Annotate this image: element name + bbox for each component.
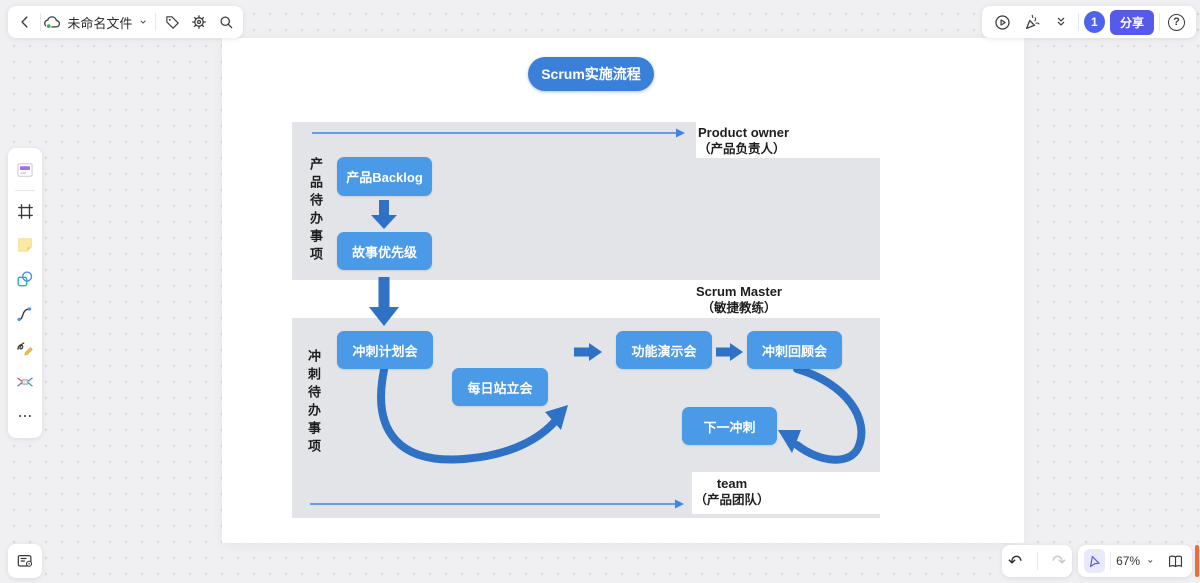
vertical-scrollbar-thumb[interactable]: [1195, 545, 1199, 577]
role-team[interactable]: team （产品团队）: [694, 476, 770, 507]
team-label-area: [692, 472, 881, 514]
mindmap-tool[interactable]: [8, 365, 42, 399]
shapes-icon: [17, 271, 33, 287]
zoom-level[interactable]: 67%: [1116, 554, 1141, 568]
file-name[interactable]: 未命名文件: [67, 15, 133, 31]
box-label: 产品Backlog: [346, 170, 423, 185]
history-controls: ↶ ↷: [1002, 545, 1072, 577]
undo-button[interactable]: ↶: [1008, 551, 1023, 571]
box-feature-demo[interactable]: 功能演示会: [616, 331, 712, 369]
box-next-sprint[interactable]: 下一冲刺: [682, 407, 777, 445]
collaborator-avatar[interactable]: 1: [1083, 11, 1105, 33]
template-icon: [17, 163, 33, 177]
pages-overview-button[interactable]: [1165, 547, 1186, 575]
tag-icon: [166, 15, 179, 29]
role-product-owner[interactable]: Product owner （产品负责人）: [698, 125, 790, 156]
redo-button[interactable]: ↷: [1051, 551, 1066, 571]
help-button[interactable]: ?: [1165, 8, 1188, 36]
top-right-toolbar: 1 分享 ?: [982, 6, 1196, 38]
green-sync-dot: [46, 22, 52, 29]
divider: [1077, 13, 1079, 31]
tag-button[interactable]: [161, 8, 186, 36]
divider: [1036, 552, 1038, 570]
more-tools[interactable]: [8, 399, 42, 433]
party-horn-icon: [1025, 14, 1040, 29]
divider: [1159, 13, 1160, 31]
divider: [1110, 552, 1112, 570]
box-label: 下一冲刺: [703, 419, 756, 435]
lane-label-sprint-backlog-items[interactable]: 冲刺待办事项: [306, 349, 321, 457]
laser-pointer-button[interactable]: [1084, 549, 1106, 573]
cursor-pointer-icon: [1090, 555, 1100, 567]
double-chevron-down-icon: [1058, 17, 1065, 26]
frame-icon: [17, 203, 33, 219]
search-icon: [220, 16, 233, 29]
divider: [39, 13, 41, 31]
settings-button[interactable]: [187, 8, 212, 36]
tools-sidebar: [8, 148, 42, 438]
celebrate-button[interactable]: [1020, 8, 1045, 36]
help-icon: ?: [1167, 13, 1185, 31]
divider: [154, 13, 156, 31]
sticky-note-icon: [18, 238, 32, 252]
box-label: 每日站立会: [467, 380, 533, 396]
present-button[interactable]: [990, 8, 1015, 36]
chevron-left-icon: [21, 16, 28, 28]
connector-icon: [17, 306, 32, 321]
frame-tool[interactable]: [8, 194, 42, 228]
back-button[interactable]: [13, 8, 38, 36]
diagram-title[interactable]: Scrum实施流程: [528, 57, 654, 91]
chevron-down-icon[interactable]: [137, 15, 149, 29]
box-story-priority[interactable]: 故事优先级: [337, 232, 432, 270]
notebook-icon: [17, 554, 33, 567]
chevron-down-icon[interactable]: [1145, 555, 1156, 568]
cloud-synced-icon: [44, 15, 61, 29]
box-sprint-planning[interactable]: 冲刺计划会: [337, 331, 433, 369]
more-dots-icon: [19, 414, 31, 417]
box-sprint-retro[interactable]: 冲刺回顾会: [747, 331, 842, 369]
view-controls: 67%: [1078, 545, 1192, 577]
divider: [15, 190, 35, 192]
box-daily-standup[interactable]: 每日站立会: [452, 368, 548, 406]
templates-tool[interactable]: [8, 153, 42, 187]
box-label: 故事优先级: [351, 244, 417, 260]
box-label: 冲刺回顾会: [761, 343, 827, 359]
mindmap-icon: [17, 377, 33, 387]
book-icon: [1168, 555, 1182, 567]
lane-label-product-backlog-items[interactable]: 产品待办事项: [308, 157, 323, 265]
pen-icon: [17, 342, 33, 356]
notes-panel-button[interactable]: [8, 544, 42, 578]
box-label: 功能演示会: [631, 343, 697, 359]
connector-tool[interactable]: [8, 296, 42, 330]
box-product-backlog[interactable]: 产品Backlog: [337, 157, 432, 196]
share-button[interactable]: 分享: [1109, 9, 1155, 35]
play-circle-icon: [995, 14, 1010, 30]
gear-icon: [192, 15, 207, 29]
search-button[interactable]: [214, 8, 239, 36]
sticky-note-tool[interactable]: [8, 228, 42, 262]
product-owner-label-area: [696, 122, 881, 158]
pen-tool[interactable]: [8, 331, 42, 365]
shapes-tool[interactable]: [8, 262, 42, 296]
role-scrum-master[interactable]: Scrum Master （敏捷教练）: [696, 284, 782, 315]
sync-status: [42, 8, 63, 36]
collapse-toolbar-button[interactable]: [1050, 8, 1073, 36]
box-label: 冲刺计划会: [352, 343, 418, 359]
top-left-toolbar: 未命名文件: [8, 6, 243, 38]
